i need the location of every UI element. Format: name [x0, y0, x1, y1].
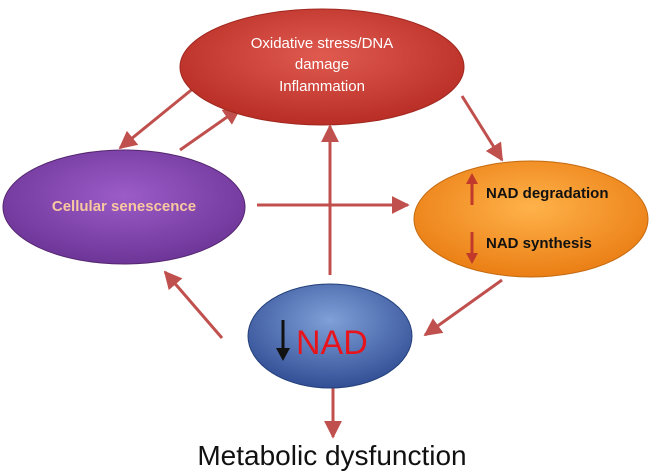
arrow-stress-to-senescence	[118, 85, 196, 150]
arrow-senescence-to-stress	[179, 106, 242, 152]
stress-label-line2: damage	[295, 56, 349, 73]
nad-label: NAD	[296, 324, 368, 362]
arrow-nad-to-senescence	[163, 270, 224, 339]
metabolic-dysfunction-label: Metabolic dysfunction	[197, 440, 467, 471]
stress-label-line3: Inflammation	[279, 78, 365, 95]
stress-label-line1: Oxidative stress/DNA	[251, 35, 394, 52]
arrow-nad-balance-to-nad	[423, 278, 503, 337]
down-arrow-head-icon	[466, 253, 478, 264]
senescence-label: Cellular senescence	[52, 198, 196, 215]
nad-node: NAD	[247, 283, 413, 389]
senescence-node: Cellular senescence	[2, 149, 246, 265]
up-arrow-head-icon	[466, 173, 478, 184]
nad-degradation-label: NAD degradation	[486, 185, 609, 202]
nad-down-arrow-head-icon	[276, 348, 290, 361]
stress-node: Oxidative stress/DNA damage Inflammation	[179, 8, 465, 126]
arrow-stress-to-nad-balance	[460, 95, 504, 162]
nad-balance-node: NAD degradation NAD synthesis	[413, 160, 649, 278]
nad-synthesis-label: NAD synthesis	[486, 235, 592, 252]
